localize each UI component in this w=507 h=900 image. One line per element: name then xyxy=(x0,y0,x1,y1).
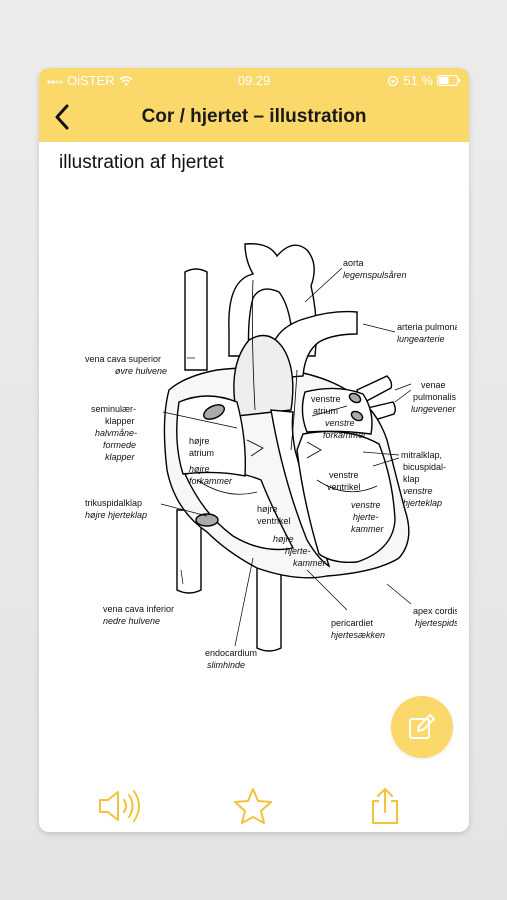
label-mitral-3: klap xyxy=(403,474,420,484)
page-title: Cor / hjertet – illustration xyxy=(141,106,367,127)
label-venstre-fork-1: venstre xyxy=(325,418,355,428)
label-vci: vena cava inferior xyxy=(103,604,174,614)
label-vcs: vena cava superior xyxy=(85,354,161,364)
label-art-pulm-da: lungearterie xyxy=(397,334,445,344)
label-endo-da: slimhinde xyxy=(207,660,245,670)
back-button[interactable] xyxy=(49,102,77,132)
diagram-labels: aorta legemspulsåren arteria pulmonalis … xyxy=(85,258,457,670)
wifi-icon xyxy=(119,75,133,86)
label-venstre-ventrikel-2: ventrikel xyxy=(327,482,361,492)
label-hoejre-ventrikel-1: højre xyxy=(257,504,278,514)
label-peri-da: hjertesækken xyxy=(331,630,385,640)
label-venstre-fork-2: forkammer xyxy=(323,430,367,440)
label-venstre-hk-2: hjerte- xyxy=(353,512,379,522)
battery-icon xyxy=(437,75,461,86)
label-mitral-1: mitralklap, xyxy=(401,450,442,460)
label-venstre-atrium-1: venstre xyxy=(311,394,341,404)
chevron-left-icon xyxy=(55,104,69,130)
aortic-arch-interior xyxy=(233,334,294,417)
status-right: 51 % xyxy=(387,73,461,88)
pulmonary-vein-opening-1 xyxy=(348,392,362,404)
label-vci-da: nedre hulvene xyxy=(103,616,160,626)
share-button[interactable] xyxy=(365,786,411,826)
label-halv-1: halvmåne- xyxy=(95,428,137,438)
status-bar: OiSTER 09.29 51 % xyxy=(39,68,469,92)
status-time: 09.29 xyxy=(237,73,271,88)
vena-cava-superior-shape xyxy=(184,268,208,371)
sound-button[interactable] xyxy=(97,786,143,826)
vena-cava-inferior-shape xyxy=(176,509,202,594)
battery-percent: 51 % xyxy=(403,73,433,88)
label-halv-3: klapper xyxy=(105,452,136,462)
rotation-lock-icon xyxy=(388,75,399,86)
label-pulmonalis: pulmonalis xyxy=(413,392,457,402)
share-icon xyxy=(372,788,398,824)
star-icon xyxy=(234,788,272,824)
label-aorta: aorta xyxy=(343,258,364,268)
app-screen: OiSTER 09.29 51 % xyxy=(39,68,469,832)
label-hoejre-hk-2: hjerte- xyxy=(285,546,311,556)
label-vcs-da: øvre hulvene xyxy=(115,366,167,376)
label-hoejre-ventrikel-2: ventrikel xyxy=(257,516,291,526)
label-venstre-atrium-2: atrium xyxy=(313,406,338,416)
label-venstre-hk-3: kammer xyxy=(351,524,385,534)
label-aorta-da: legemspulsåren xyxy=(343,270,407,280)
label-mitral-2: bicuspidal- xyxy=(403,462,446,472)
label-semi-1: seminulær- xyxy=(91,404,136,414)
label-hoejre-hk-1: højre xyxy=(273,534,294,544)
descending-aorta-shape xyxy=(256,559,282,652)
label-mitral-5: hjerteklap xyxy=(403,498,442,508)
label-semi-2: klapper xyxy=(105,416,135,426)
label-venstre-hk-1: venstre xyxy=(351,500,381,510)
status-left: OiSTER xyxy=(47,73,133,88)
carrier-name: OiSTER xyxy=(67,73,115,88)
favorite-button[interactable] xyxy=(232,786,278,826)
right-atrium-shape xyxy=(176,395,246,477)
label-hoejre-atrium-2: atrium xyxy=(189,448,214,458)
label-halv-2: formede xyxy=(103,440,136,450)
label-mitral-4: venstre xyxy=(403,486,433,496)
label-lungevener: lungevener xyxy=(411,404,457,414)
left-ventricle-shape xyxy=(296,430,396,564)
label-peri: pericardiet xyxy=(331,618,374,628)
pulmonary-artery-shape xyxy=(270,310,358,379)
label-venae: venae xyxy=(421,380,446,390)
illustration-heading: illustration af hjertet xyxy=(59,152,224,173)
speaker-icon xyxy=(99,790,140,822)
bottom-toolbar xyxy=(39,776,469,832)
label-hoejre-hk-3: kammer xyxy=(293,558,327,568)
signal-icon xyxy=(47,79,63,84)
label-triku: trikuspidalklap xyxy=(85,498,142,508)
label-apex-da: hjertespidsen xyxy=(415,618,457,628)
label-hoejre-fork-1: højre xyxy=(189,464,210,474)
tricuspid-valve-shape xyxy=(195,513,219,527)
label-hoejre-fork-2: forkammer xyxy=(189,476,233,486)
label-endo: endocardium xyxy=(205,648,257,658)
edit-note-button[interactable] xyxy=(391,696,453,758)
semilunar-valve-shape xyxy=(203,404,225,420)
heart-illustration: aorta legemspulsåren arteria pulmonalis … xyxy=(85,243,457,670)
pulmonary-vein-opening-2 xyxy=(350,410,364,422)
nav-bar: Cor / hjertet – illustration xyxy=(39,92,469,142)
edit-icon xyxy=(409,714,435,739)
label-venstre-ventrikel-1: venstre xyxy=(329,470,359,480)
label-triku-da: højre hjerteklap xyxy=(85,510,147,520)
label-hoejre-atrium-1: højre xyxy=(189,436,210,446)
label-apex: apex cordis xyxy=(413,606,457,616)
label-art-pulm: arteria pulmonalis xyxy=(397,322,457,332)
